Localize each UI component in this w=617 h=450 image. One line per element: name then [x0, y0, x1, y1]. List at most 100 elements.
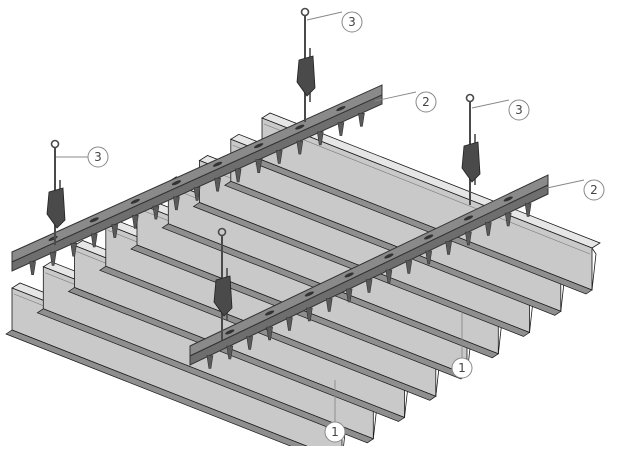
callout-leader — [546, 179, 585, 189]
hanger-rod — [461, 93, 481, 205]
carrier-tooth — [255, 159, 263, 173]
carrier-slot — [336, 106, 346, 112]
carrier-slot — [304, 291, 314, 297]
carrier-tooth — [29, 261, 36, 276]
carrier-tooth — [358, 113, 365, 127]
carrier-tooth — [296, 140, 304, 155]
panel-lip — [5, 329, 318, 450]
carrier-tooth — [504, 212, 512, 227]
spring-clip — [461, 141, 481, 183]
callout-panel: 1 — [451, 312, 473, 379]
callout-carrier: 2 — [374, 91, 437, 113]
spring-clip — [46, 187, 66, 229]
hanger-rod — [213, 227, 233, 340]
carrier-tooth — [173, 196, 180, 211]
panel — [255, 112, 601, 295]
carrier-slot — [424, 234, 434, 240]
carrier-tooth — [445, 241, 452, 255]
carrier-tooth — [275, 150, 283, 164]
carrier-slot — [89, 217, 99, 223]
carrier-slot — [344, 272, 354, 278]
carrier-side — [189, 184, 549, 366]
callout-circle — [583, 179, 605, 201]
carrier-tooth — [425, 250, 433, 265]
callout-number: 2 — [422, 95, 430, 109]
carrier-side — [11, 94, 383, 272]
carrier-slot — [130, 198, 140, 204]
callout-number: 3 — [348, 15, 356, 29]
carrier-tooth — [226, 345, 234, 360]
carrier-slot — [503, 196, 513, 202]
carrier-tooth — [325, 298, 333, 312]
carrier-tooth — [385, 269, 393, 284]
callout-hanger: 3 — [471, 99, 530, 121]
carrier-slot — [254, 143, 264, 149]
carrier-tooth — [286, 317, 293, 331]
hanger-rod — [46, 139, 66, 245]
carrier-slot — [384, 253, 394, 259]
carrier-rail — [189, 174, 549, 369]
carrier-tooth — [316, 131, 324, 146]
carrier-rail — [11, 84, 383, 276]
callout-circle — [508, 99, 530, 121]
callout-number: 1 — [458, 361, 466, 375]
carrier-tooth — [305, 307, 313, 322]
carrier-tooth — [405, 260, 413, 274]
carrier-tooth — [49, 252, 57, 266]
carrier-tooth — [90, 233, 98, 248]
spring-clip — [296, 55, 316, 97]
hanger-hook — [300, 7, 310, 17]
carrier-slot — [171, 180, 182, 186]
panel-groove — [263, 123, 591, 255]
callout-panel: 1 — [324, 380, 346, 443]
carrier-tooth — [484, 222, 492, 236]
carrier-tooth — [111, 224, 119, 238]
callout-leader — [471, 99, 510, 109]
panel-lip — [36, 308, 375, 444]
panel-end — [591, 247, 597, 291]
carrier-tooth — [524, 203, 532, 217]
carrier-tooth — [131, 215, 139, 229]
panel-lip — [67, 287, 406, 422]
carrier-tooth — [365, 279, 373, 293]
panel-lip — [224, 180, 562, 316]
hanger-rod — [296, 7, 316, 122]
carrier-tooth — [234, 168, 242, 183]
carrier-tooth — [345, 288, 353, 303]
callout-leader — [306, 11, 343, 21]
callout-labels: 1 1 2 2 3 3 3 — [56, 11, 605, 443]
callout-circle — [324, 421, 346, 443]
callout-number: 1 — [331, 425, 339, 439]
carrier-tooth — [152, 205, 160, 220]
callout-number: 2 — [590, 183, 598, 197]
carrier-tooth — [214, 177, 221, 192]
carrier-slot — [212, 161, 223, 167]
callout-circle — [87, 146, 109, 168]
callout-number: 3 — [515, 103, 523, 117]
carrier-tooth — [337, 122, 345, 136]
carrier-tooth — [70, 242, 78, 257]
carrier-tooth — [465, 231, 472, 246]
carrier-tooth — [206, 355, 214, 369]
callout-circle — [415, 91, 437, 113]
callout-circle — [451, 357, 473, 379]
callout-number: 3 — [94, 150, 102, 164]
carrier-slot — [295, 124, 305, 130]
carrier-slot — [264, 310, 275, 316]
callout-circle — [341, 11, 363, 33]
callout-hanger: 3 — [306, 11, 363, 33]
hanger-rods — [46, 7, 481, 340]
callout-leader — [374, 91, 417, 102]
carrier-slot — [463, 215, 474, 221]
callout-hanger: 3 — [56, 146, 109, 168]
hanger-hook — [50, 139, 60, 149]
spring-clip — [213, 275, 233, 317]
carrier-tooth — [266, 326, 273, 341]
callout-carrier: 2 — [546, 179, 605, 201]
carrier-slot — [225, 329, 235, 335]
hanger-hook — [465, 93, 475, 103]
carrier-rails — [11, 84, 549, 369]
carrier-tooth — [246, 336, 254, 350]
